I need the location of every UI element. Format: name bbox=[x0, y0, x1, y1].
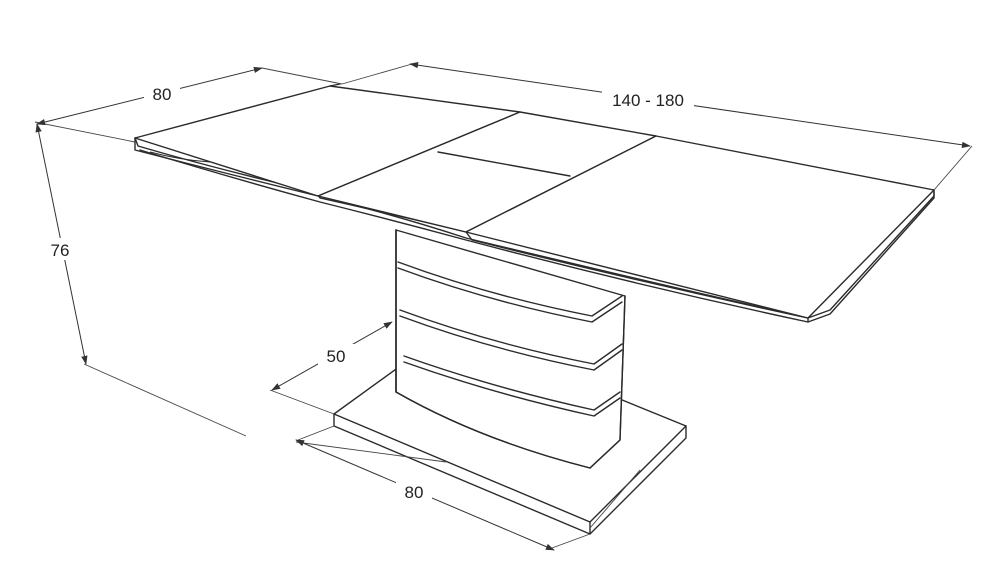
dimension-height: 76 bbox=[35, 123, 247, 437]
label-bg-top-length bbox=[602, 88, 694, 110]
label-bg-top-width bbox=[144, 82, 180, 104]
label-base-depth: 50 bbox=[327, 347, 346, 366]
label-bg-base-width bbox=[396, 480, 432, 502]
label-top-width: 80 bbox=[153, 85, 172, 104]
label-height: 76 bbox=[51, 241, 70, 260]
label-bg-base-depth bbox=[318, 344, 354, 366]
label-bg-height bbox=[44, 238, 76, 260]
dimension-top-width: 80 bbox=[34, 66, 343, 143]
pedestal bbox=[395, 229, 626, 469]
dimension-base-width: 80 bbox=[295, 425, 641, 551]
label-top-length: 140 - 180 bbox=[612, 91, 684, 110]
dimension-top-length: 140 - 180 bbox=[341, 62, 973, 191]
dimension-base-depth: 50 bbox=[269, 321, 393, 415]
label-base-width: 80 bbox=[405, 483, 424, 502]
